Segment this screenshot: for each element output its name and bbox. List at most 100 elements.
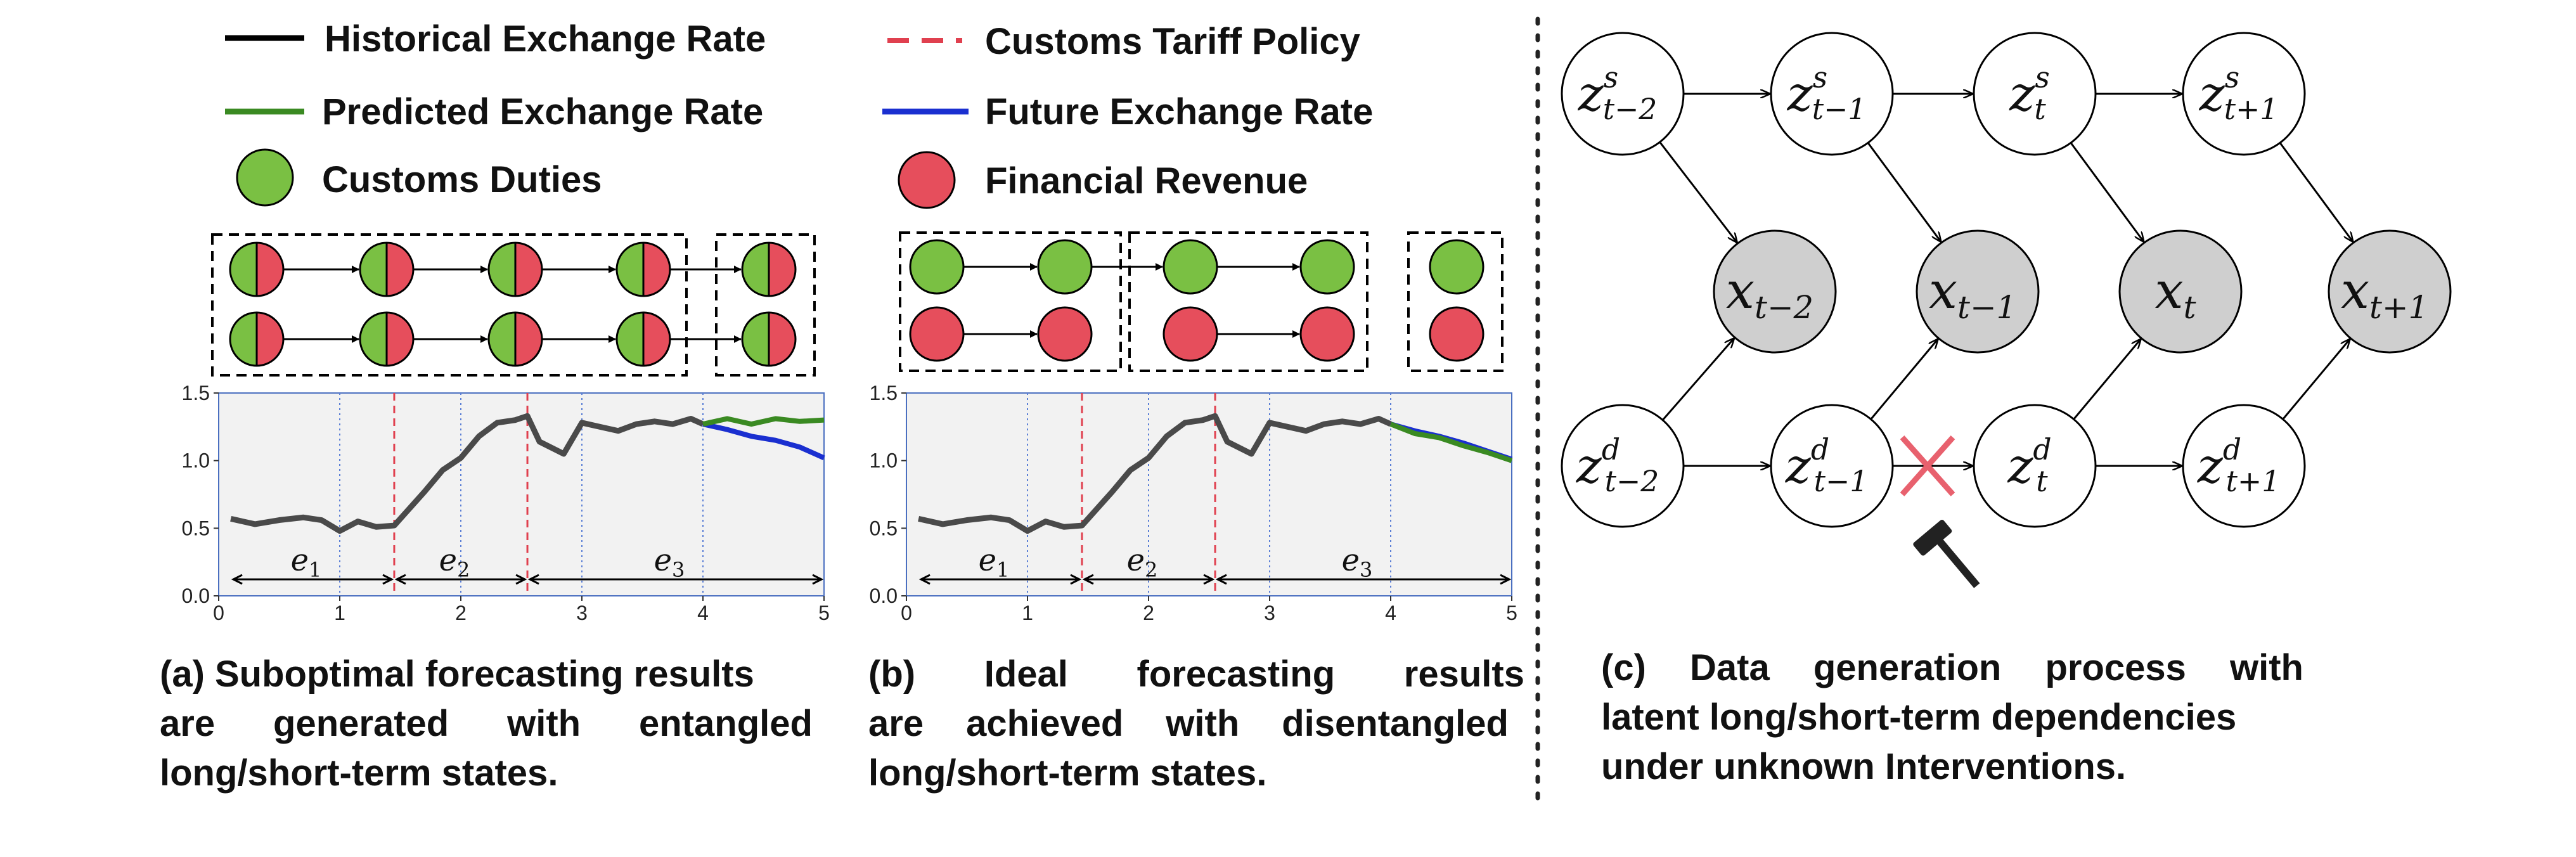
zs-node-base: z xyxy=(1787,65,1813,122)
x-node-label: xt−2 xyxy=(1726,261,1813,326)
hammer-handle xyxy=(1933,534,1980,588)
zd-node-sub: t+1 xyxy=(2226,465,2281,498)
panel-a-y-tick-label: 0.0 xyxy=(182,584,210,607)
zs-node-circle xyxy=(1770,32,1894,156)
zs-node-sup: s xyxy=(1813,61,1827,94)
zd-node-base: z xyxy=(1576,437,1602,494)
caption-word: process xyxy=(2045,647,2186,688)
zs-to-x-arrow xyxy=(2070,142,2144,242)
legend-duties-swatch xyxy=(236,148,294,207)
zd-to-x-arrow xyxy=(1870,339,1938,420)
zs-to-x-arrow xyxy=(2279,142,2353,242)
zd-node-base: z xyxy=(2007,437,2033,494)
panel-a-y-tick-label: 0.5 xyxy=(182,517,210,539)
panel-a-segment-arrowhead xyxy=(812,574,824,585)
caption-word: forecasting xyxy=(1137,654,1336,695)
caption-word: Ideal xyxy=(984,654,1068,695)
x-node-label: xt−1 xyxy=(1929,261,2016,326)
panel-a-segment-sub: 1 xyxy=(309,558,321,582)
legend-historical-label: Historical Exchange Rate xyxy=(325,18,766,60)
panel-a-box-right xyxy=(715,233,816,377)
x-node-circle xyxy=(2118,229,2243,354)
panel-a-row-bottom xyxy=(230,313,795,366)
zs-node-sub: t−1 xyxy=(1812,93,1867,126)
panel-a-future-series xyxy=(702,422,825,461)
zd-to-x-arrow xyxy=(2073,339,2141,420)
zd-node-sup: d xyxy=(2223,433,2241,467)
panel-b-box-1 xyxy=(899,231,1122,372)
panel-a-predicted-series xyxy=(702,416,825,427)
panel-b-x-tick-label: 1 xyxy=(1022,602,1033,624)
zd-node-sup: d xyxy=(2033,433,2051,467)
zd-to-x-arrow xyxy=(1661,338,1734,421)
zs-node-base: z xyxy=(1578,65,1604,122)
x-node-circle xyxy=(1713,229,1837,354)
zd-node-circle xyxy=(1973,404,2097,528)
caption-word: with xyxy=(507,703,581,744)
hammer-head xyxy=(1913,520,1952,556)
panel-b-duties-row xyxy=(909,239,1484,295)
panel-b-predicted-series xyxy=(1389,422,1513,463)
x-node-circle xyxy=(2328,229,2452,354)
panel-b-x-tick-label: 2 xyxy=(1143,602,1154,624)
legend-tariff-label: Customs Tariff Policy xyxy=(985,21,1360,62)
panel-b-y-tick-label: 1.0 xyxy=(870,449,898,472)
zs-node-base: z xyxy=(2009,65,2035,122)
panel-b-segment-label: e2 xyxy=(1127,543,1158,582)
caption-word: generated xyxy=(273,703,449,744)
panel-a-segment-sub: 2 xyxy=(457,558,470,582)
panel-a-y-tick-label: 1.0 xyxy=(182,449,210,472)
zd-node-circle xyxy=(1561,404,1685,528)
x-node-sub: t−1 xyxy=(1957,289,2016,326)
zd-node-circle xyxy=(2182,404,2306,528)
panel-a-segment-arrowhead xyxy=(394,574,406,585)
panel-b-revenue-row xyxy=(909,306,1484,362)
panel-b-segment-arrowhead xyxy=(1500,574,1512,585)
caption-word: with xyxy=(2230,647,2303,688)
panel-a-box-left xyxy=(211,233,688,377)
zd-node-base: z xyxy=(1785,437,1812,494)
x-node-base: x xyxy=(1726,261,1755,320)
panel-b-historical-series xyxy=(918,413,1392,534)
zs-to-x-arrow xyxy=(1867,142,1941,242)
zs-node-circle xyxy=(1973,32,2097,156)
panel-b-x-tick-label: 5 xyxy=(1506,602,1517,624)
panel-b-x-tick-label: 4 xyxy=(1385,602,1396,624)
zs-node-circle xyxy=(2182,32,2306,156)
zd-node-sup: d xyxy=(1811,433,1829,467)
panel-b-y-tick-label: 0.5 xyxy=(870,517,898,539)
caption-word: (c) xyxy=(1601,647,1646,688)
zs-node-sup: s xyxy=(2035,61,2049,94)
panel-b-segment-arrowhead xyxy=(918,574,931,585)
panel-b-segment-sub: 1 xyxy=(996,558,1009,582)
panel-separator xyxy=(1535,16,1540,808)
panel-a-x-tick-label: 4 xyxy=(697,602,709,624)
panel-a-x-tick-label: 3 xyxy=(576,602,588,624)
panel-b-y-tick-label: 0.0 xyxy=(870,584,898,607)
caption-word: disentangled xyxy=(1282,703,1509,744)
panel-a-state-diagram xyxy=(211,233,816,377)
caption-word: are xyxy=(160,703,216,744)
x-node-sub: t+1 xyxy=(2369,289,2428,326)
caption-word: Data xyxy=(1690,647,1770,688)
panel-b-segment-arrowhead xyxy=(1203,574,1215,585)
panel-a-x-tick-label: 2 xyxy=(455,602,467,624)
legend-future-label: Future Exchange Rate xyxy=(985,91,1374,132)
caption-word: are xyxy=(868,703,924,744)
legend-duties-label: Customs Duties xyxy=(322,159,602,200)
panel-a-segment-arrowhead xyxy=(231,574,243,585)
panel-b-segment-arrowhead xyxy=(1215,574,1227,585)
panel-a-segment-arrowhead xyxy=(527,574,539,585)
